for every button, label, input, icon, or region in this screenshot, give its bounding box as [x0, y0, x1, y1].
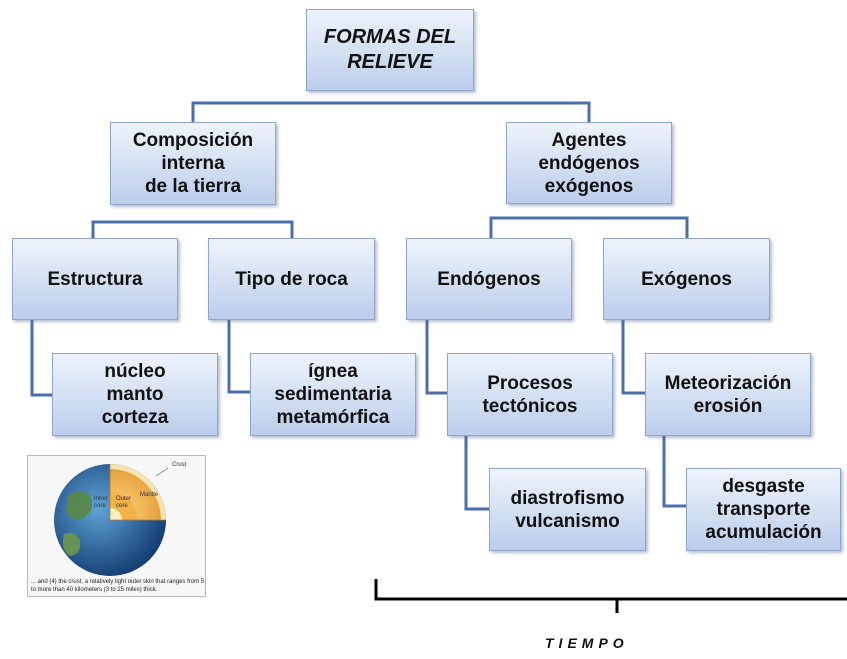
earth-layers-image: Crust Mantle Outer core Inner core ... a… [27, 455, 206, 597]
node-tipo-de-roca: Tipo de roca [208, 238, 375, 320]
connector-endogenos [425, 320, 447, 395]
node-meteorizacion-erosion: Meteorización erosión [645, 353, 811, 436]
earth-label-crust: Crust [172, 462, 187, 468]
node-endogenos: Endógenos [406, 238, 572, 320]
timeline-label-tiempo: TIEMPO [545, 635, 629, 651]
connector-procesos [464, 436, 489, 511]
connector-composicion [91, 220, 294, 238]
node-estructura: Estructura [12, 238, 178, 320]
node-composicion-interna: Composición interna de la tierra [110, 122, 276, 205]
node-nucleo-manto-corteza: núcleo manto corteza [52, 353, 218, 436]
node-ignea-sedimentaria-metamorfica: ígnea sedimentaria metamórfica [250, 353, 416, 436]
connector-agentes [489, 216, 689, 238]
connector-estructura [30, 320, 52, 397]
connector-meteorizacion [662, 436, 686, 508]
earth-image-caption: ... and (4) the crust, a relatively ligh… [31, 579, 205, 593]
earth-label-inner-core: Inner core [94, 496, 108, 509]
connector-exogenos [621, 320, 645, 395]
timeline-bracket [374, 579, 847, 613]
node-exogenos: Exógenos [603, 238, 770, 320]
node-procesos-tectonicos: Procesos tectónicos [447, 353, 613, 436]
earth-cutaway-illustration [54, 464, 169, 576]
earth-label-outer-core: Outer core [116, 496, 132, 509]
earth-label-mantle: Mantle [140, 492, 159, 498]
node-diastrofismo-vulcanismo: diastrofismo vulcanismo [489, 468, 646, 551]
connector-root [191, 101, 591, 122]
node-desgaste-transporte-acumulacion: desgaste transporte acumulación [686, 468, 841, 551]
connector-tipo-roca [227, 320, 250, 394]
node-agentes: Agentes endógenos exógenos [506, 122, 672, 204]
root-node-formas-del-relieve: FORMAS DEL RELIEVE [306, 9, 474, 91]
